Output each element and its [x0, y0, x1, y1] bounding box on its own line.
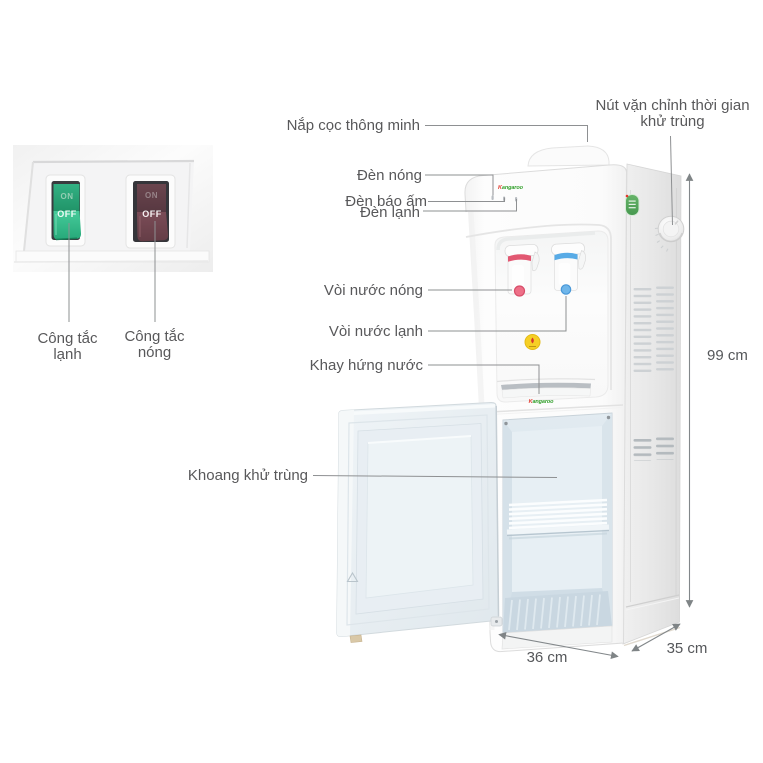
label-drip-tray: Khay hứng nước — [309, 357, 423, 374]
label-warm-light: Đèn báo ấm — [345, 193, 427, 210]
label-sterilize-timer-knob: Nút vặn chỉnh thời gian khử trùng — [595, 97, 750, 130]
wire-shelf — [508, 498, 608, 530]
hot-light — [491, 195, 494, 200]
sterilize-timer-knob — [654, 215, 685, 252]
cold-switch-off-text: OFF — [57, 209, 77, 219]
sterilize-compartment — [501, 412, 613, 650]
recycle-icon — [346, 571, 359, 583]
label-cap: Nắp cọc thông minh — [286, 117, 420, 134]
callout-lines — [68, 125, 673, 478]
cold-switch — [45, 174, 86, 247]
cold-tap-spout — [560, 284, 572, 295]
drip-tray — [496, 378, 596, 399]
hot-tap-spout — [513, 285, 526, 297]
cold-tap — [551, 242, 587, 295]
side-badge — [625, 194, 640, 216]
label-cold-light: Đèn lạnh — [359, 204, 420, 221]
brand-logo-bottom: Kangaroo — [528, 399, 554, 405]
warning-sticker — [524, 334, 541, 350]
dispenser — [336, 145, 685, 653]
cold-switch-on-text: ON — [60, 192, 74, 201]
dimension-arrows — [498, 173, 694, 660]
vent-grille — [633, 286, 675, 461]
dimension-depth: 35 cm — [666, 640, 708, 657]
label-cold-tap: Vòi nước lạnh — [328, 323, 423, 340]
width-arrow — [498, 631, 619, 660]
top-cap — [527, 145, 610, 167]
hot-tap — [504, 243, 540, 297]
label-hot-tap: Vòi nước nóng — [323, 282, 423, 299]
label-sterilize-compartment: Khoang khử trùng — [187, 467, 308, 484]
label-hot-switch: Công tắc nóng — [124, 328, 185, 361]
depth-arrow — [631, 623, 681, 652]
switch-panel-photo — [13, 145, 213, 272]
dimension-width: 36 cm — [526, 649, 568, 666]
hot-switch-on-text: ON — [145, 191, 158, 200]
hot-switch-off-text: OFF — [142, 209, 162, 219]
compartment-door — [336, 401, 503, 643]
hot-switch — [125, 174, 176, 249]
dimension-height: 99 cm — [707, 347, 748, 364]
label-hot-light: Đèn nóng — [356, 167, 422, 184]
brand-logo-top: Kangaroo — [498, 184, 523, 191]
label-cold-switch: Công tắc lạnh — [37, 330, 98, 363]
